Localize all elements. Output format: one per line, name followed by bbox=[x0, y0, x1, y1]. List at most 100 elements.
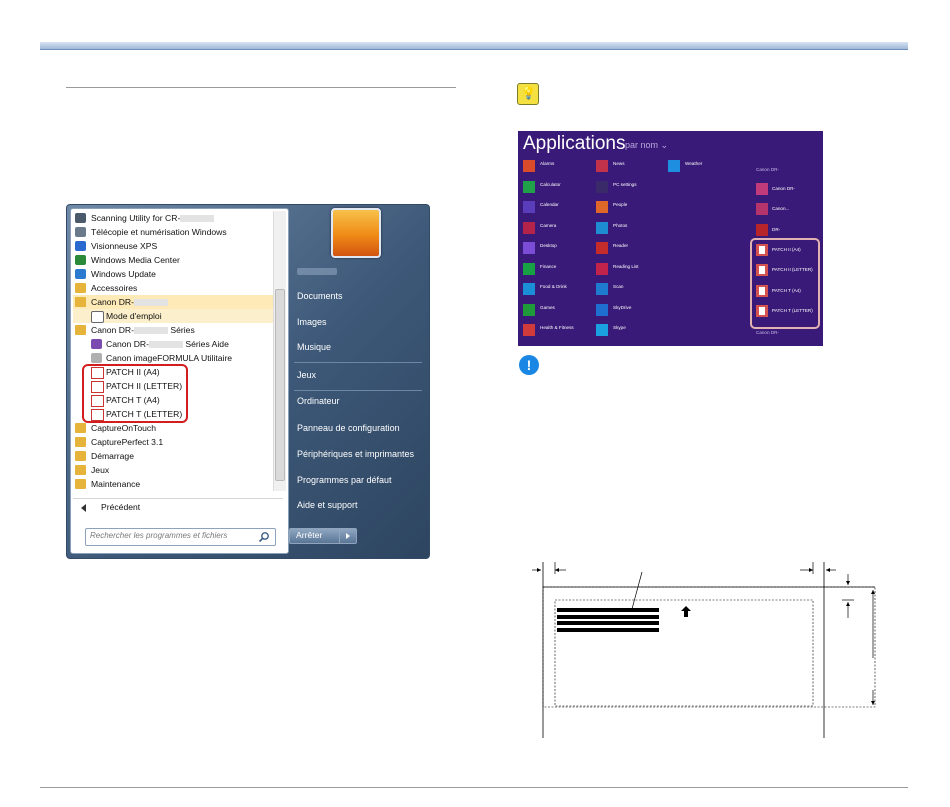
start-menu-link[interactable]: Musique bbox=[297, 342, 332, 352]
program-item[interactable]: Démarrage bbox=[73, 449, 273, 463]
app-tile-label[interactable]: PC settings bbox=[613, 181, 637, 187]
pdf-file-icon[interactable] bbox=[756, 304, 768, 317]
app-tile-icon[interactable] bbox=[523, 303, 535, 316]
search-icon[interactable] bbox=[258, 531, 270, 543]
app-tile-label[interactable]: News bbox=[613, 161, 625, 166]
app-tile-icon[interactable] bbox=[523, 242, 535, 254]
program-item[interactable]: Canon DR- Séries Aide bbox=[73, 337, 273, 351]
start-menu-programs-pane: Scanning Utility for CR-Télécopie et num… bbox=[70, 208, 289, 554]
canon-app-label[interactable]: PATCH II (A4) bbox=[772, 246, 801, 252]
back-arrow-icon bbox=[81, 504, 86, 512]
program-item[interactable]: Canon imageFORMULA Utilitaire bbox=[73, 351, 273, 365]
program-item[interactable]: Maintenance bbox=[73, 477, 273, 491]
program-label: PATCH II (A4) bbox=[106, 367, 160, 377]
app-tile-icon[interactable] bbox=[596, 324, 608, 336]
back-button[interactable]: Précédent bbox=[73, 498, 283, 517]
canon-app-label[interactable]: Canon DR- bbox=[772, 186, 795, 191]
program-item[interactable]: PATCH II (A4) bbox=[73, 365, 273, 379]
folder-icon bbox=[75, 325, 86, 335]
app-tile-icon[interactable] bbox=[523, 160, 535, 172]
app-tile-label[interactable]: Camera bbox=[540, 222, 557, 228]
app-tile-icon[interactable] bbox=[523, 201, 535, 213]
feed-direction-arrow-icon bbox=[681, 606, 691, 617]
app-tile-label[interactable]: Alarms bbox=[540, 161, 555, 166]
app-tile-icon[interactable] bbox=[523, 262, 535, 275]
app-tile-icon[interactable] bbox=[596, 303, 608, 316]
app-tile-icon[interactable] bbox=[596, 262, 608, 275]
app-tile-icon[interactable] bbox=[523, 283, 535, 295]
app-tile-icon[interactable] bbox=[596, 283, 608, 295]
program-label: PATCH T (LETTER) bbox=[106, 409, 183, 419]
program-item[interactable]: Télécopie et numérisation Windows bbox=[73, 225, 273, 239]
app-tile-icon[interactable] bbox=[596, 221, 608, 234]
program-item[interactable]: Accessoires bbox=[73, 281, 273, 295]
program-item[interactable]: CaptureOnTouch bbox=[73, 421, 273, 435]
start-menu-link[interactable]: Périphériques et imprimantes bbox=[297, 449, 415, 459]
user-avatar[interactable] bbox=[331, 208, 381, 258]
app-tile-icon[interactable] bbox=[596, 242, 608, 254]
start-menu-link[interactable]: Panneau de configuration bbox=[297, 423, 400, 433]
app-tile-label[interactable]: Skype bbox=[613, 325, 626, 330]
canon-app-icon[interactable] bbox=[756, 203, 768, 216]
help-icon bbox=[91, 339, 102, 349]
sort-by-name-dropdown[interactable]: par nom ⌄ bbox=[625, 140, 669, 150]
app-tile-label[interactable]: Photos bbox=[613, 222, 628, 228]
app-tile-label[interactable]: Calculator bbox=[540, 181, 561, 187]
app-tile-icon[interactable] bbox=[596, 180, 608, 193]
start-menu-link[interactable]: Documents bbox=[297, 291, 343, 301]
canon-app-label[interactable]: PATCH II (LETTER) bbox=[772, 267, 813, 273]
program-item[interactable]: Canon DR- bbox=[73, 295, 273, 309]
program-item[interactable]: Scanning Utility for CR- bbox=[73, 211, 273, 225]
program-item[interactable]: Mode d'emploi bbox=[73, 309, 273, 323]
app-tile-label[interactable]: Health & Fitness bbox=[540, 325, 574, 330]
program-item[interactable]: PATCH T (A4) bbox=[73, 393, 273, 407]
app-tile-icon[interactable] bbox=[523, 221, 535, 234]
canon-app-icon[interactable] bbox=[756, 223, 768, 236]
app-tile-label[interactable]: Reader bbox=[613, 243, 629, 248]
app-tile-icon[interactable] bbox=[523, 324, 535, 336]
app-tile-label[interactable]: Scan bbox=[613, 284, 624, 289]
canon-app-label[interactable]: PATCH T (LETTER) bbox=[772, 307, 813, 313]
start-menu-link[interactable]: Images bbox=[297, 317, 327, 327]
program-item[interactable]: PATCH II (LETTER) bbox=[73, 379, 273, 393]
app-tile-icon[interactable] bbox=[523, 180, 535, 193]
pdf-file-icon[interactable] bbox=[756, 264, 768, 277]
program-item[interactable]: PATCH T (LETTER) bbox=[73, 407, 273, 421]
shutdown-button[interactable]: Arrêter bbox=[289, 528, 357, 544]
app-tile-label[interactable]: Weather bbox=[685, 161, 703, 166]
pdf-file-icon[interactable] bbox=[756, 284, 768, 297]
shutdown-options-arrow-icon[interactable] bbox=[339, 529, 356, 543]
program-item[interactable]: Jeux bbox=[73, 463, 273, 477]
folder-icon bbox=[75, 451, 86, 461]
app-tile-icon[interactable] bbox=[668, 160, 680, 172]
start-menu-link[interactable]: Aide et support bbox=[297, 500, 358, 510]
canon-app-label[interactable]: PATCH T (A4) bbox=[772, 287, 801, 293]
app-tile-label[interactable]: Games bbox=[540, 304, 555, 310]
start-menu-link[interactable]: Programmes par défaut bbox=[297, 475, 392, 485]
app-tile-icon[interactable] bbox=[596, 201, 608, 213]
app-tile-icon[interactable] bbox=[596, 160, 608, 172]
canon-app-icon[interactable] bbox=[756, 183, 768, 195]
canon-app-label[interactable]: DR- bbox=[772, 226, 781, 232]
program-label: Mode d'emploi bbox=[106, 311, 162, 321]
program-item[interactable]: Windows Update bbox=[73, 267, 273, 281]
search-input[interactable]: Rechercher les programmes et fichiers bbox=[85, 528, 276, 546]
app-tile-label[interactable]: SkyDrive bbox=[613, 304, 632, 310]
program-item[interactable]: Windows Media Center bbox=[73, 253, 273, 267]
program-label: CapturePerfect 3.1 bbox=[91, 437, 164, 447]
program-item[interactable]: Visionneuse XPS bbox=[73, 239, 273, 253]
program-item[interactable]: CapturePerfect 3.1 bbox=[73, 435, 273, 449]
pdf-file-icon[interactable] bbox=[756, 243, 768, 256]
canon-app-label[interactable]: Canon... bbox=[772, 206, 790, 212]
program-item[interactable]: Canon DR- Séries bbox=[73, 323, 273, 337]
app-tile-label[interactable]: Desktop bbox=[540, 243, 557, 248]
scrollbar-thumb[interactable] bbox=[275, 289, 285, 481]
app-tile-label[interactable]: People bbox=[613, 202, 628, 207]
start-menu-link[interactable]: Jeux bbox=[297, 370, 317, 380]
app-tile-label[interactable]: Calendar bbox=[540, 202, 559, 207]
app-tile-label[interactable]: Finance bbox=[540, 263, 557, 269]
scanner-icon bbox=[75, 213, 86, 223]
start-menu-link[interactable]: Ordinateur bbox=[297, 396, 340, 406]
app-tile-label[interactable]: Reading List bbox=[613, 263, 639, 269]
app-tile-label[interactable]: Food & Drink bbox=[540, 284, 567, 289]
